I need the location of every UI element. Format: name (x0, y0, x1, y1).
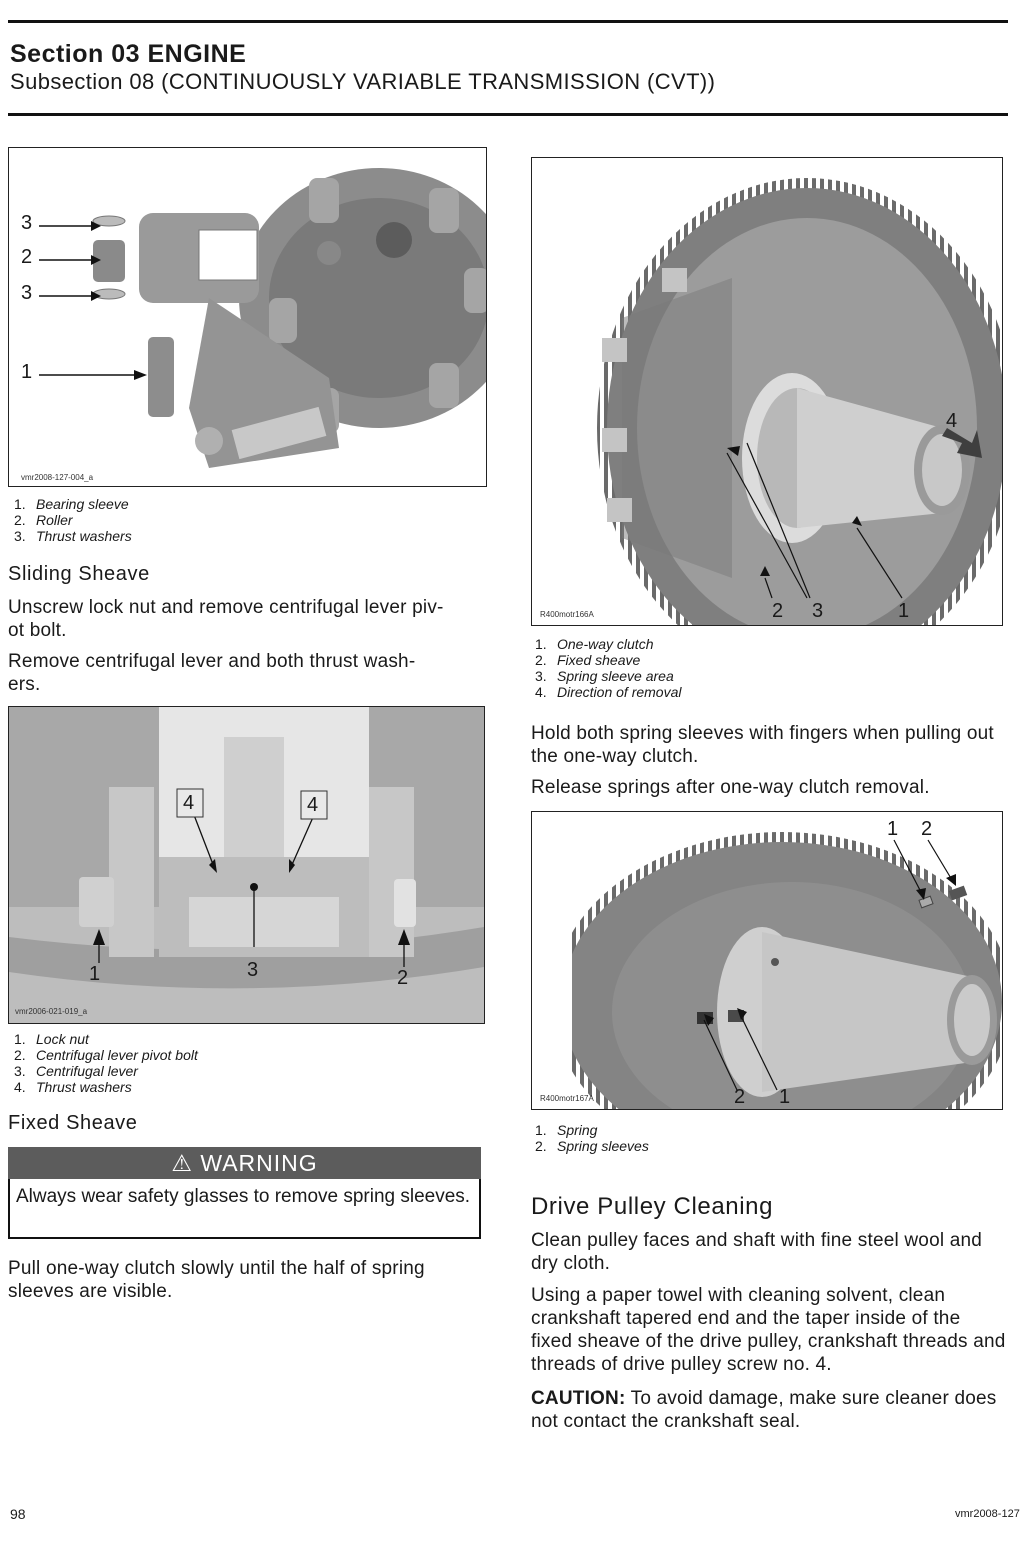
callout-1: 1 (898, 600, 910, 622)
legend-item: 2.Fixed sheave (535, 652, 641, 668)
fixed-sheave-illustration (597, 178, 1002, 625)
caution-label: CAUTION: (531, 1388, 626, 1409)
figure3-legend: 1.One-way clutch 2.Fixed sheave 3.Spring… (535, 636, 682, 700)
heading-fixed-sheave: Fixed Sheave (8, 1112, 138, 1134)
legend-item: 3.Thrust washers (14, 528, 132, 544)
paragraph: Hold both spring sleeves with fingers wh… (531, 723, 994, 767)
legend-item: 3.Spring sleeve area (535, 668, 674, 684)
heading-sliding-sheave: Sliding Sheave (8, 563, 150, 585)
legend-item: 1.Bearing sleeve (14, 496, 129, 512)
paragraph: Unscrew lock nut and remove centrifugal … (8, 597, 444, 641)
callout-3: 3 (812, 600, 824, 622)
callout-3-bottom: 3 (21, 282, 33, 304)
top-rule (8, 20, 1008, 23)
legend-item: 2.Spring sleeves (535, 1138, 649, 1154)
caution-text: To avoid damage, make sure cleaner does … (531, 1388, 997, 1432)
callout-2-bottom: 2 (734, 1086, 746, 1108)
page-number: 98 (10, 1506, 26, 1522)
paragraph: Remove centrifugal lever and both thrust… (8, 651, 416, 695)
callout-1-bottom: 1 (779, 1086, 791, 1108)
figure-centrifugal-lever: 3 2 3 1 vmr2008-127-004_a (8, 147, 487, 487)
legend-item: 3.Centrifugal lever (14, 1063, 138, 1079)
callout-2: 2 (772, 600, 784, 622)
callout-1: 1 (21, 361, 33, 383)
heading-drive-pulley-cleaning: Drive Pulley Cleaning (531, 1193, 774, 1220)
warning-triangle-icon: ⚠ (171, 1150, 193, 1176)
warning-title: WARNING (200, 1150, 318, 1176)
callout-2: 2 (397, 967, 409, 989)
paragraph: Using a paper towel with cleaning solven… (531, 1285, 1006, 1375)
figure-id: vmr2006-021-019_a (15, 1007, 88, 1016)
figure-sliding-sheave: 4 4 1 3 2 vmr2006-021-019_a (8, 706, 485, 1024)
callout-4: 4 (946, 410, 958, 432)
figure-fixed-sheave: 4 2 3 1 R400motr166A (531, 157, 1003, 626)
figure-id: R400motr166A (540, 610, 594, 619)
callout-4-left: 4 (183, 792, 195, 814)
legend-item: 2.Centrifugal lever pivot bolt (14, 1047, 198, 1063)
callout-2: 2 (21, 246, 33, 268)
callout-1-top: 1 (887, 818, 899, 840)
paragraph: Pull one-way clutch slowly until the hal… (8, 1258, 425, 1302)
callout-3-top: 3 (21, 212, 33, 234)
spring-sleeves-illustration (532, 812, 1002, 1109)
paragraph: Release springs after one-way clutch rem… (531, 777, 930, 798)
figure-id: vmr2008-127-004_a (21, 473, 94, 482)
callout-4-right: 4 (307, 794, 319, 816)
figure4-legend: 1.Spring 2.Spring sleeves (535, 1122, 649, 1154)
lever-illustration (39, 168, 486, 468)
callout-3: 3 (247, 959, 259, 981)
legend-item: 4.Thrust washers (14, 1079, 132, 1095)
warning-box (8, 1179, 481, 1239)
warning-text: Always wear safety glasses to remove spr… (16, 1186, 471, 1207)
figure2-legend: 1.Lock nut 2.Centrifugal lever pivot bol… (14, 1031, 198, 1095)
figure-spring-sleeves: 1 2 2 1 R400motr167A (531, 811, 1003, 1110)
subsection-title: Subsection 08 (CONTINUOUSLY VARIABLE TRA… (10, 69, 716, 94)
figure1-legend: 1.Bearing sleeve 2.Roller 3.Thrust washe… (14, 496, 132, 544)
legend-item: 4.Direction of removal (535, 684, 682, 700)
legend-item: 1.Spring (535, 1122, 598, 1138)
legend-item: 2.Roller (14, 512, 73, 528)
callout-2-top: 2 (921, 818, 933, 840)
sheave-illustration (9, 707, 484, 1023)
section-title: Section 03 ENGINE (10, 40, 247, 68)
caution-paragraph: CAUTION: To avoid damage, make sure clea… (531, 1387, 1006, 1433)
paragraph: Clean pulley faces and shaft with fine s… (531, 1230, 983, 1274)
warning-banner: ⚠ WARNING (8, 1147, 481, 1179)
callout-1: 1 (89, 963, 101, 985)
header-rule (8, 113, 1008, 116)
legend-item: 1.Lock nut (14, 1031, 89, 1047)
legend-item: 1.One-way clutch (535, 636, 654, 652)
document-id: vmr2008-127 (955, 1508, 1020, 1520)
figure-id: R400motr167A (540, 1094, 594, 1103)
